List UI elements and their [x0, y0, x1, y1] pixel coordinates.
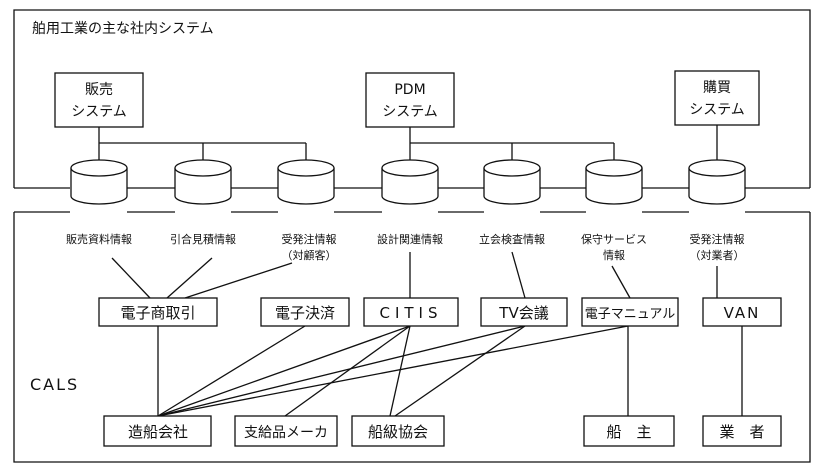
system-purchase-line-2: システム: [689, 102, 745, 118]
system-purchase: 購買 システム: [674, 70, 760, 126]
cals-emanual-label: 電子マニュアル: [585, 307, 676, 322]
cals-tv-conf-label: TV会議: [498, 304, 548, 322]
database-label-order-customer-2: （対顧客）: [282, 248, 337, 262]
system-sales-line-1: 販売: [85, 82, 113, 98]
database-label-order-vendor-1: 受発注情報: [690, 232, 745, 246]
system-purchase-line-1: 購買: [703, 80, 731, 96]
cals-citis-label: CITIS: [379, 304, 442, 322]
cals-epayment-label: 電子決済: [275, 304, 335, 322]
cals-ecommerce-label: 電子商取引: [120, 304, 195, 322]
database-inspection: [483, 159, 541, 205]
database-label-order-customer-1: 受発注情報: [282, 232, 337, 246]
cals-epayment: 電子決済: [260, 297, 350, 327]
party-supplier-label: 支給品メーカ: [244, 425, 328, 441]
database-label-sales-material: 販売資料情報: [66, 232, 132, 246]
party-classification: 船級協会: [351, 415, 445, 447]
database-maintenance: [585, 159, 643, 205]
database-order-customer: [277, 159, 335, 205]
diagram-title: 舶用工業の主な社内システム: [32, 21, 214, 37]
cals-citis: CITIS: [363, 297, 459, 327]
party-vendor-label: 業 者: [719, 423, 764, 441]
party-shipyard: 造船会社: [103, 415, 212, 447]
database-quote: [174, 159, 232, 205]
database-label-order-vendor-2: （対業者）: [690, 248, 745, 262]
cals-van: VAN: [702, 297, 782, 327]
cals-to-party-links: [157, 325, 743, 417]
database-to-cals-links: [111, 251, 718, 299]
database-label-design: 設計関連情報: [377, 232, 443, 246]
cals-tv-conf: TV会議: [480, 297, 568, 327]
cals-boundary: [13, 212, 811, 463]
database-sales-material: [70, 159, 128, 205]
party-classification-label: 船級協会: [368, 423, 428, 441]
system-pdm: PDM システム: [365, 72, 455, 128]
system-sales-line-2: システム: [71, 104, 127, 120]
database-label-quote: 引合見積情報: [170, 232, 236, 246]
database-design: [381, 159, 439, 205]
database-label-inspection: 立会検査情報: [479, 232, 545, 246]
party-shipyard-label: 造船会社: [128, 423, 188, 441]
database-label-maintenance-2: 情報: [603, 249, 625, 262]
cals-label: CALS: [30, 375, 79, 394]
party-vendor: 業 者: [702, 415, 782, 447]
system-sales: 販売 システム: [54, 72, 144, 128]
party-owner: 船 主: [583, 415, 675, 447]
cals-ecommerce: 電子商取引: [98, 297, 218, 327]
database-label-maintenance-1: 保守サービス: [581, 232, 647, 246]
party-owner-label: 船 主: [606, 423, 651, 441]
system-pdm-line-1: PDM: [394, 82, 425, 98]
system-connectors: [98, 125, 718, 160]
internal-systems-boundary: [13, 9, 811, 188]
database-bus: [127, 187, 689, 213]
database-order-vendor: [688, 159, 746, 205]
cals-emanual: 電子マニュアル: [581, 297, 679, 327]
system-pdm-line-2: システム: [382, 104, 438, 120]
cals-van-label: VAN: [724, 304, 761, 322]
party-supplier: 支給品メーカ: [234, 415, 338, 447]
